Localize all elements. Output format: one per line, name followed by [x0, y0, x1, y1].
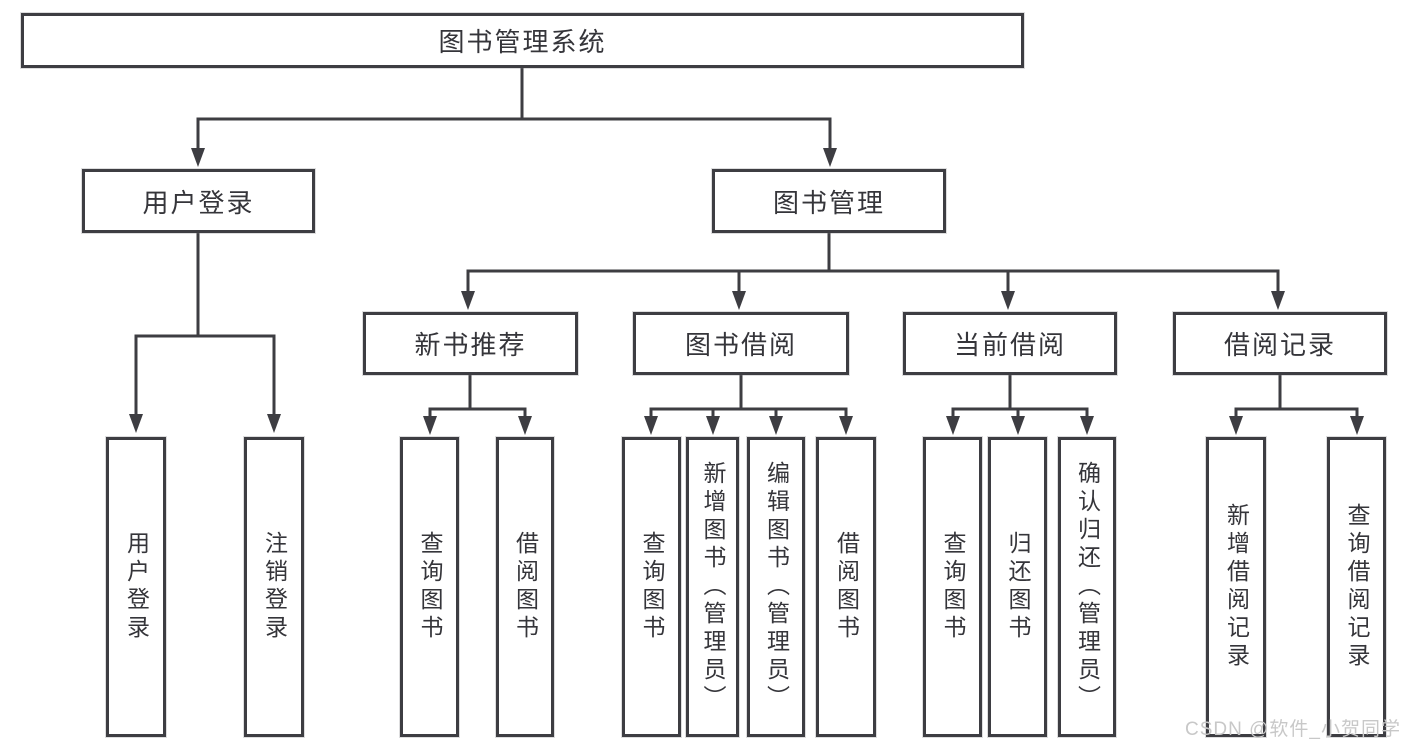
leaf-borrow-books-recommend: 借阅图书 [496, 437, 554, 737]
leaf-logout: 注销登录 [244, 437, 304, 737]
node-label: 归还图书 [1005, 531, 1031, 643]
leaf-confirm-return-admin: 确认归还（管理员） [1058, 437, 1116, 737]
node-label: 借阅图书 [833, 531, 860, 643]
node-label: 用户登录 [142, 187, 255, 218]
node-label: 注销登录 [261, 531, 288, 643]
leaf-query-borrow-record: 查询借阅记录 [1327, 437, 1386, 737]
node-borrow-record: 借阅记录 [1173, 312, 1387, 375]
node-label: 查询图书 [417, 531, 443, 643]
node-label: 确认归还（管理员） [1074, 461, 1101, 713]
node-label: 新书推荐 [414, 330, 527, 360]
node-label: 新增借阅记录 [1223, 503, 1250, 671]
leaf-query-books-borrow: 查询图书 [622, 437, 681, 737]
node-label: 图书管理 [772, 187, 885, 218]
leaf-return-books: 归还图书 [988, 437, 1047, 737]
leaf-add-books-admin: 新增图书（管理员） [686, 437, 739, 737]
node-label: 新增图书（管理员） [700, 461, 726, 713]
leaf-query-books-recommend: 查询图书 [400, 437, 459, 737]
node-book-management: 图书管理 [712, 169, 946, 233]
leaf-edit-books-admin: 编辑图书（管理员） [747, 437, 805, 737]
leaf-add-borrow-record: 新增借阅记录 [1206, 437, 1266, 737]
node-label: 借阅记录 [1223, 330, 1336, 360]
leaf-borrow-books: 借阅图书 [816, 437, 876, 737]
node-label: 图书借阅 [684, 330, 797, 360]
node-label: 借阅图书 [512, 531, 539, 643]
csdn-watermark: CSDN @软件_小贺同学 [1185, 719, 1401, 740]
node-label: 用户登录 [123, 531, 150, 643]
leaf-user-login: 用户登录 [106, 437, 166, 737]
node-label: 查询图书 [639, 531, 665, 643]
node-label: 查询借阅记录 [1344, 503, 1370, 671]
node-new-book-recommend: 新书推荐 [363, 312, 578, 375]
node-label: 编辑图书（管理员） [763, 461, 790, 713]
leaf-query-books-current: 查询图书 [923, 437, 982, 737]
node-label: 当前借阅 [953, 330, 1066, 360]
node-root-system: 图书管理系统 [21, 13, 1024, 68]
node-label: 图书管理系统 [438, 27, 607, 57]
node-book-borrow: 图书借阅 [633, 312, 849, 375]
node-user-login: 用户登录 [82, 169, 315, 233]
node-current-borrow: 当前借阅 [903, 312, 1117, 375]
node-label: 查询图书 [940, 531, 966, 643]
